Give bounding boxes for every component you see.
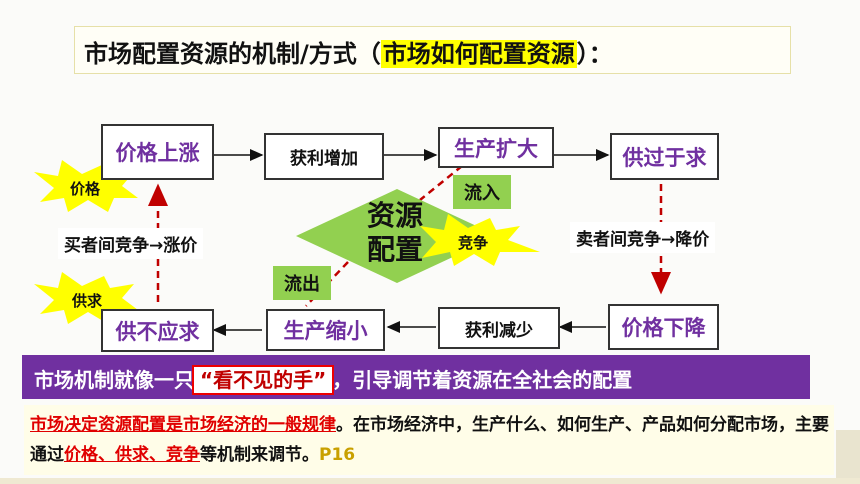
note-text: 市场决定资源配置是市场经济的一般规律。在市场经济中，生产什么、如何生产、产品如何…	[30, 415, 829, 465]
node-profit-down: 获利减少	[438, 307, 560, 349]
price-burst-label: 价格	[70, 180, 101, 198]
note-key-point: 市场决定资源配置是市场经济的一般规律	[30, 415, 336, 435]
supply-demand-burst-label: 供求	[72, 292, 103, 310]
node-supply-short: 供不应求	[101, 309, 214, 352]
price-burst-icon	[34, 160, 138, 212]
bottom-decoration	[0, 478, 860, 484]
node-price-up: 价格上涨	[101, 124, 214, 180]
competition-burst-icon	[420, 214, 540, 266]
page-reference: P16	[319, 445, 356, 465]
node-production-shrink: 生产缩小	[266, 309, 385, 351]
node-supply-exceeds: 供过于求	[610, 133, 719, 180]
inflow-tag: 流入	[453, 175, 511, 209]
node-production-expand: 生产扩大	[438, 127, 554, 168]
title-highlight: 市场如何配置资源	[380, 40, 577, 68]
node-profit-up: 获利增加	[264, 133, 384, 180]
note-box	[24, 405, 834, 475]
dash-inflow-line	[419, 165, 463, 201]
banner-highlight: “看不见的手”	[191, 365, 335, 395]
resource-diamond	[296, 189, 498, 283]
outflow-tag: 流出	[273, 266, 331, 300]
competition-burst-label: 竞争	[458, 234, 489, 252]
center-label: 资源 配置	[366, 199, 423, 266]
corner-decoration	[836, 430, 860, 484]
note-mechanisms: 价格、供求、竞争	[64, 445, 200, 465]
invisible-hand-banner	[22, 355, 810, 399]
node-price-down: 价格下降	[608, 304, 719, 350]
buyer-competition-label: 买者间竞争→涨价	[58, 228, 204, 259]
page-title: 市场配置资源的机制/方式（市场如何配置资源）：	[84, 40, 613, 68]
banner-text: 市场机制就像一只“看不见的手”，引导调节着资源在全社会的配置	[34, 365, 633, 395]
seller-competition-label: 卖者间竞争→降价	[570, 222, 716, 253]
